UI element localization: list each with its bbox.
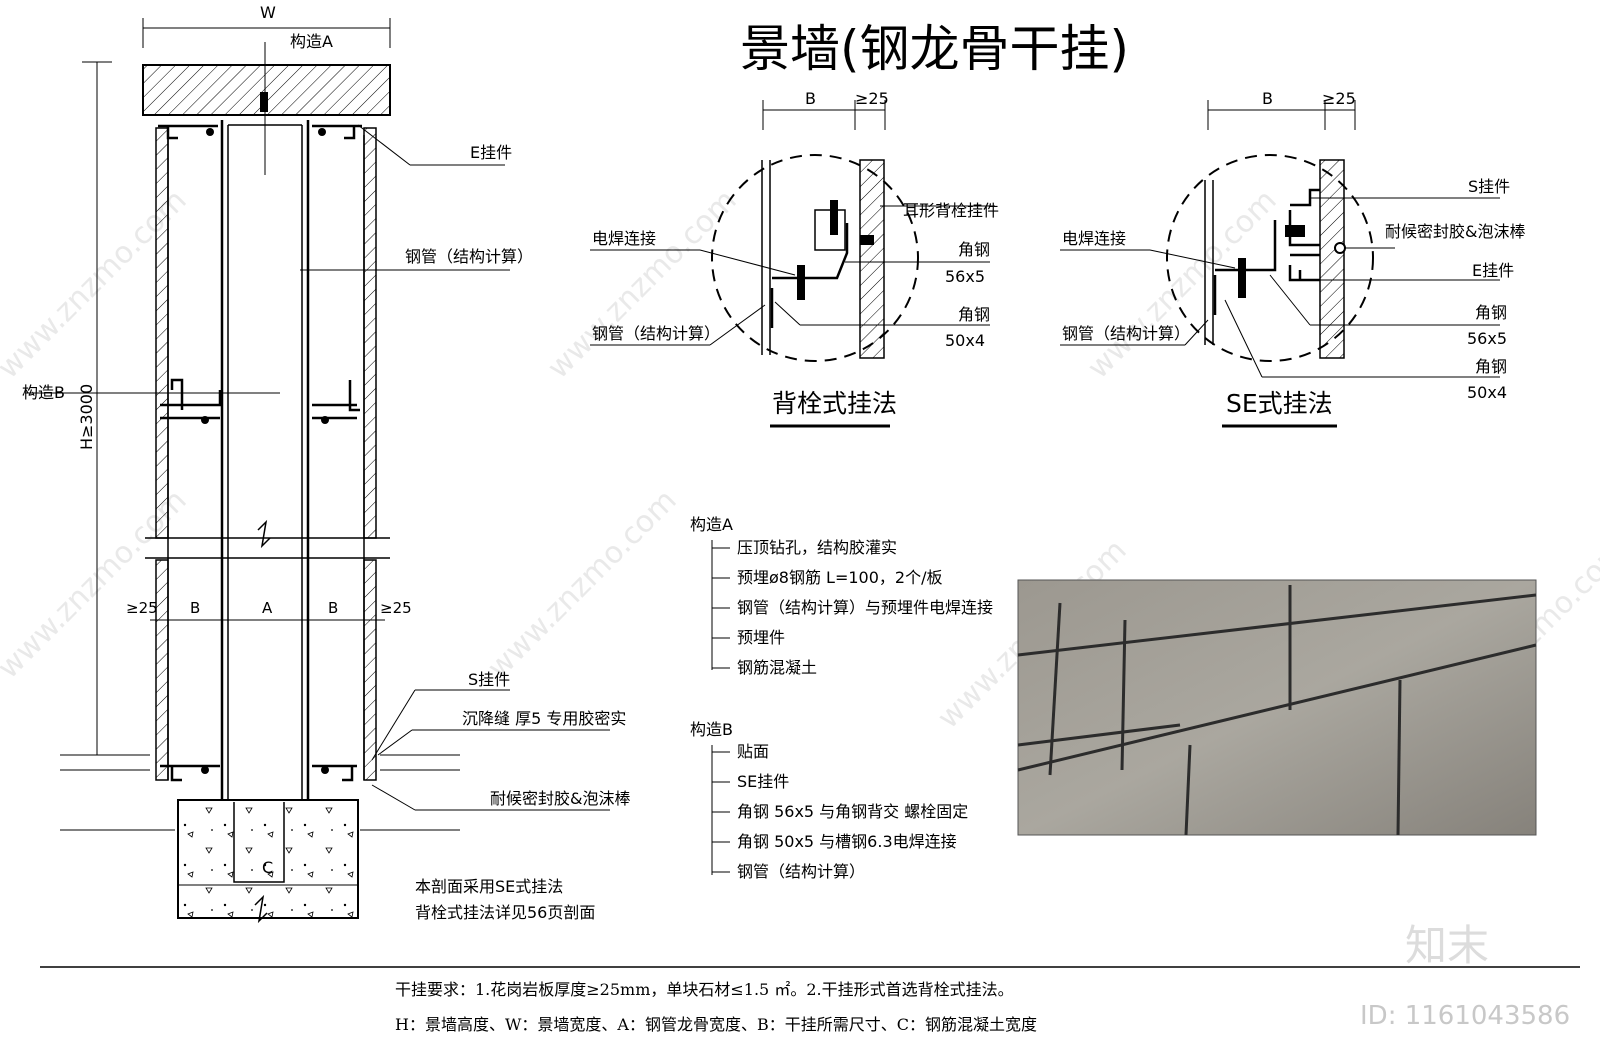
stone-panel-right [363, 127, 377, 539]
brand-id: ID: 1161043586 [1360, 1001, 1570, 1031]
label-angle1: 角钢 [1475, 303, 1507, 322]
stone-wall-photo [1017, 579, 1537, 836]
label-gouzao-b: 构造B [22, 383, 65, 402]
watermark-text: www.znzmo.com [1081, 183, 1284, 386]
detail-circle [711, 154, 919, 362]
dim-gap-left: ≥25 [126, 599, 158, 617]
note-line-1: 本剖面采用SE式挂法 [415, 877, 563, 896]
label-c: C [262, 858, 273, 877]
hanger-bottom [160, 764, 357, 782]
label-hook: 耳形背栓挂件 [903, 201, 999, 220]
construction-b-item: 贴面 [737, 742, 769, 761]
construction-a-item: 预埋件 [737, 628, 785, 647]
construction-a-heading: 构造A [690, 515, 733, 534]
dim-gap-right: ≥25 [380, 599, 412, 617]
label-pipe: 钢管（结构计算） [1062, 324, 1190, 343]
label-sealant: 耐候密封胶&泡沫棒 [490, 789, 630, 808]
construction-a-item: 钢管（结构计算）与预埋件电焊连接 [737, 598, 993, 617]
label-angle2-size: 50x4 [945, 331, 985, 350]
construction-a-item: 钢筋混凝土 [737, 658, 817, 677]
construction-a-list: 构造A 压顶钻孔，结构胶灌实 预埋ø8钢筋 L=100，2个/板 钢管（结构计算… [690, 515, 993, 677]
stone-panel [1319, 159, 1345, 359]
concrete-footing [177, 799, 359, 919]
label-steel-pipe: 钢管（结构计算） [405, 247, 533, 266]
dim-b-label: B [1262, 89, 1273, 108]
label-angle1-size: 56x5 [945, 267, 985, 286]
watermark-text: www.znzmo.com [541, 183, 744, 386]
dim-gap-label: ≥25 [1322, 89, 1356, 108]
footer-line-1: 干挂要求：1.花岗岩板厚度≥25mm，单块石材≤1.5 ㎡。2.干挂形式首选背栓… [395, 980, 1014, 999]
label-angle1-size: 56x5 [1467, 329, 1507, 348]
wall-section: W H≥3000 [22, 3, 630, 924]
footer-line-2: H：景墙高度、W：景墙宽度、A：钢管龙骨宽度、B：干挂所需尺寸、C：钢筋混凝土宽… [395, 1015, 1037, 1034]
detail-se: B ≥25 S挂件 耐候密封胶&泡沫棒 E挂件 角钢 56x5 角钢 50x4 … [1060, 89, 1525, 428]
label-e-hook: E挂件 [1472, 261, 1514, 280]
caption-back-bolt: 背栓式挂法 [772, 389, 897, 418]
label-s-hook: S挂件 [1468, 177, 1510, 196]
dim-a: A [262, 599, 273, 617]
label-weld: 电焊连接 [1062, 229, 1126, 248]
detail-back-bolt: B ≥25 耳形背栓挂件 角钢 56x5 角钢 50x4 电焊连接 钢管（结构计… [590, 89, 999, 428]
page-title: 景墙(钢龙骨干挂) [740, 20, 1129, 78]
dim-gap-label: ≥25 [855, 89, 889, 108]
label-gouzao-a: 构造A [290, 32, 333, 51]
dim-b-left: B [190, 599, 200, 617]
label-angle1: 角钢 [958, 240, 990, 259]
construction-b-item: 钢管（结构计算） [737, 862, 865, 881]
stone-panel-left-lower [155, 559, 169, 781]
caption-se: SE式挂法 [1226, 389, 1333, 418]
hanger-top [158, 92, 362, 140]
label-sealant: 耐候密封胶&泡沫棒 [1385, 222, 1525, 241]
construction-b-list: 构造B 贴面 SE挂件 角钢 56x5 与角钢背交 螺栓固定 角钢 50x5 与… [690, 720, 968, 881]
construction-a-item: 预埋ø8钢筋 L=100，2个/板 [737, 568, 943, 587]
label-settle-joint: 沉降缝 厚5 专用胶密实 [462, 709, 626, 728]
label-angle2: 角钢 [1475, 357, 1507, 376]
construction-b-item: SE挂件 [737, 772, 789, 791]
construction-b-item: 角钢 56x5 与角钢背交 螺栓固定 [737, 802, 968, 821]
label-angle2: 角钢 [958, 305, 990, 324]
label-angle2-size: 50x4 [1467, 383, 1507, 402]
construction-a-item: 压顶钻孔，结构胶灌实 [737, 538, 897, 557]
note-line-2: 背栓式挂法详见56页剖面 [415, 903, 595, 922]
construction-b-item: 角钢 50x5 与槽钢6.3电焊连接 [737, 832, 957, 851]
label-weld: 电焊连接 [592, 229, 656, 248]
construction-b-heading: 构造B [690, 720, 733, 739]
watermark-text: www.znzmo.com [481, 483, 684, 686]
detail-circle [1166, 154, 1374, 362]
label-e-hook: E挂件 [470, 143, 512, 162]
brand-logo: 知末 [1405, 921, 1489, 970]
stone-panel-right-lower [363, 559, 377, 781]
hanger-middle [160, 378, 360, 424]
label-pipe: 钢管（结构计算） [592, 324, 720, 343]
stone-panel-left [155, 127, 169, 539]
dim-h-label: H≥3000 [77, 384, 96, 450]
dim-w-label: W [260, 3, 276, 22]
dim-b-right: B [328, 599, 338, 617]
label-s-hook: S挂件 [468, 670, 510, 689]
dim-b-label: B [805, 89, 816, 108]
stone-panel [859, 159, 885, 359]
